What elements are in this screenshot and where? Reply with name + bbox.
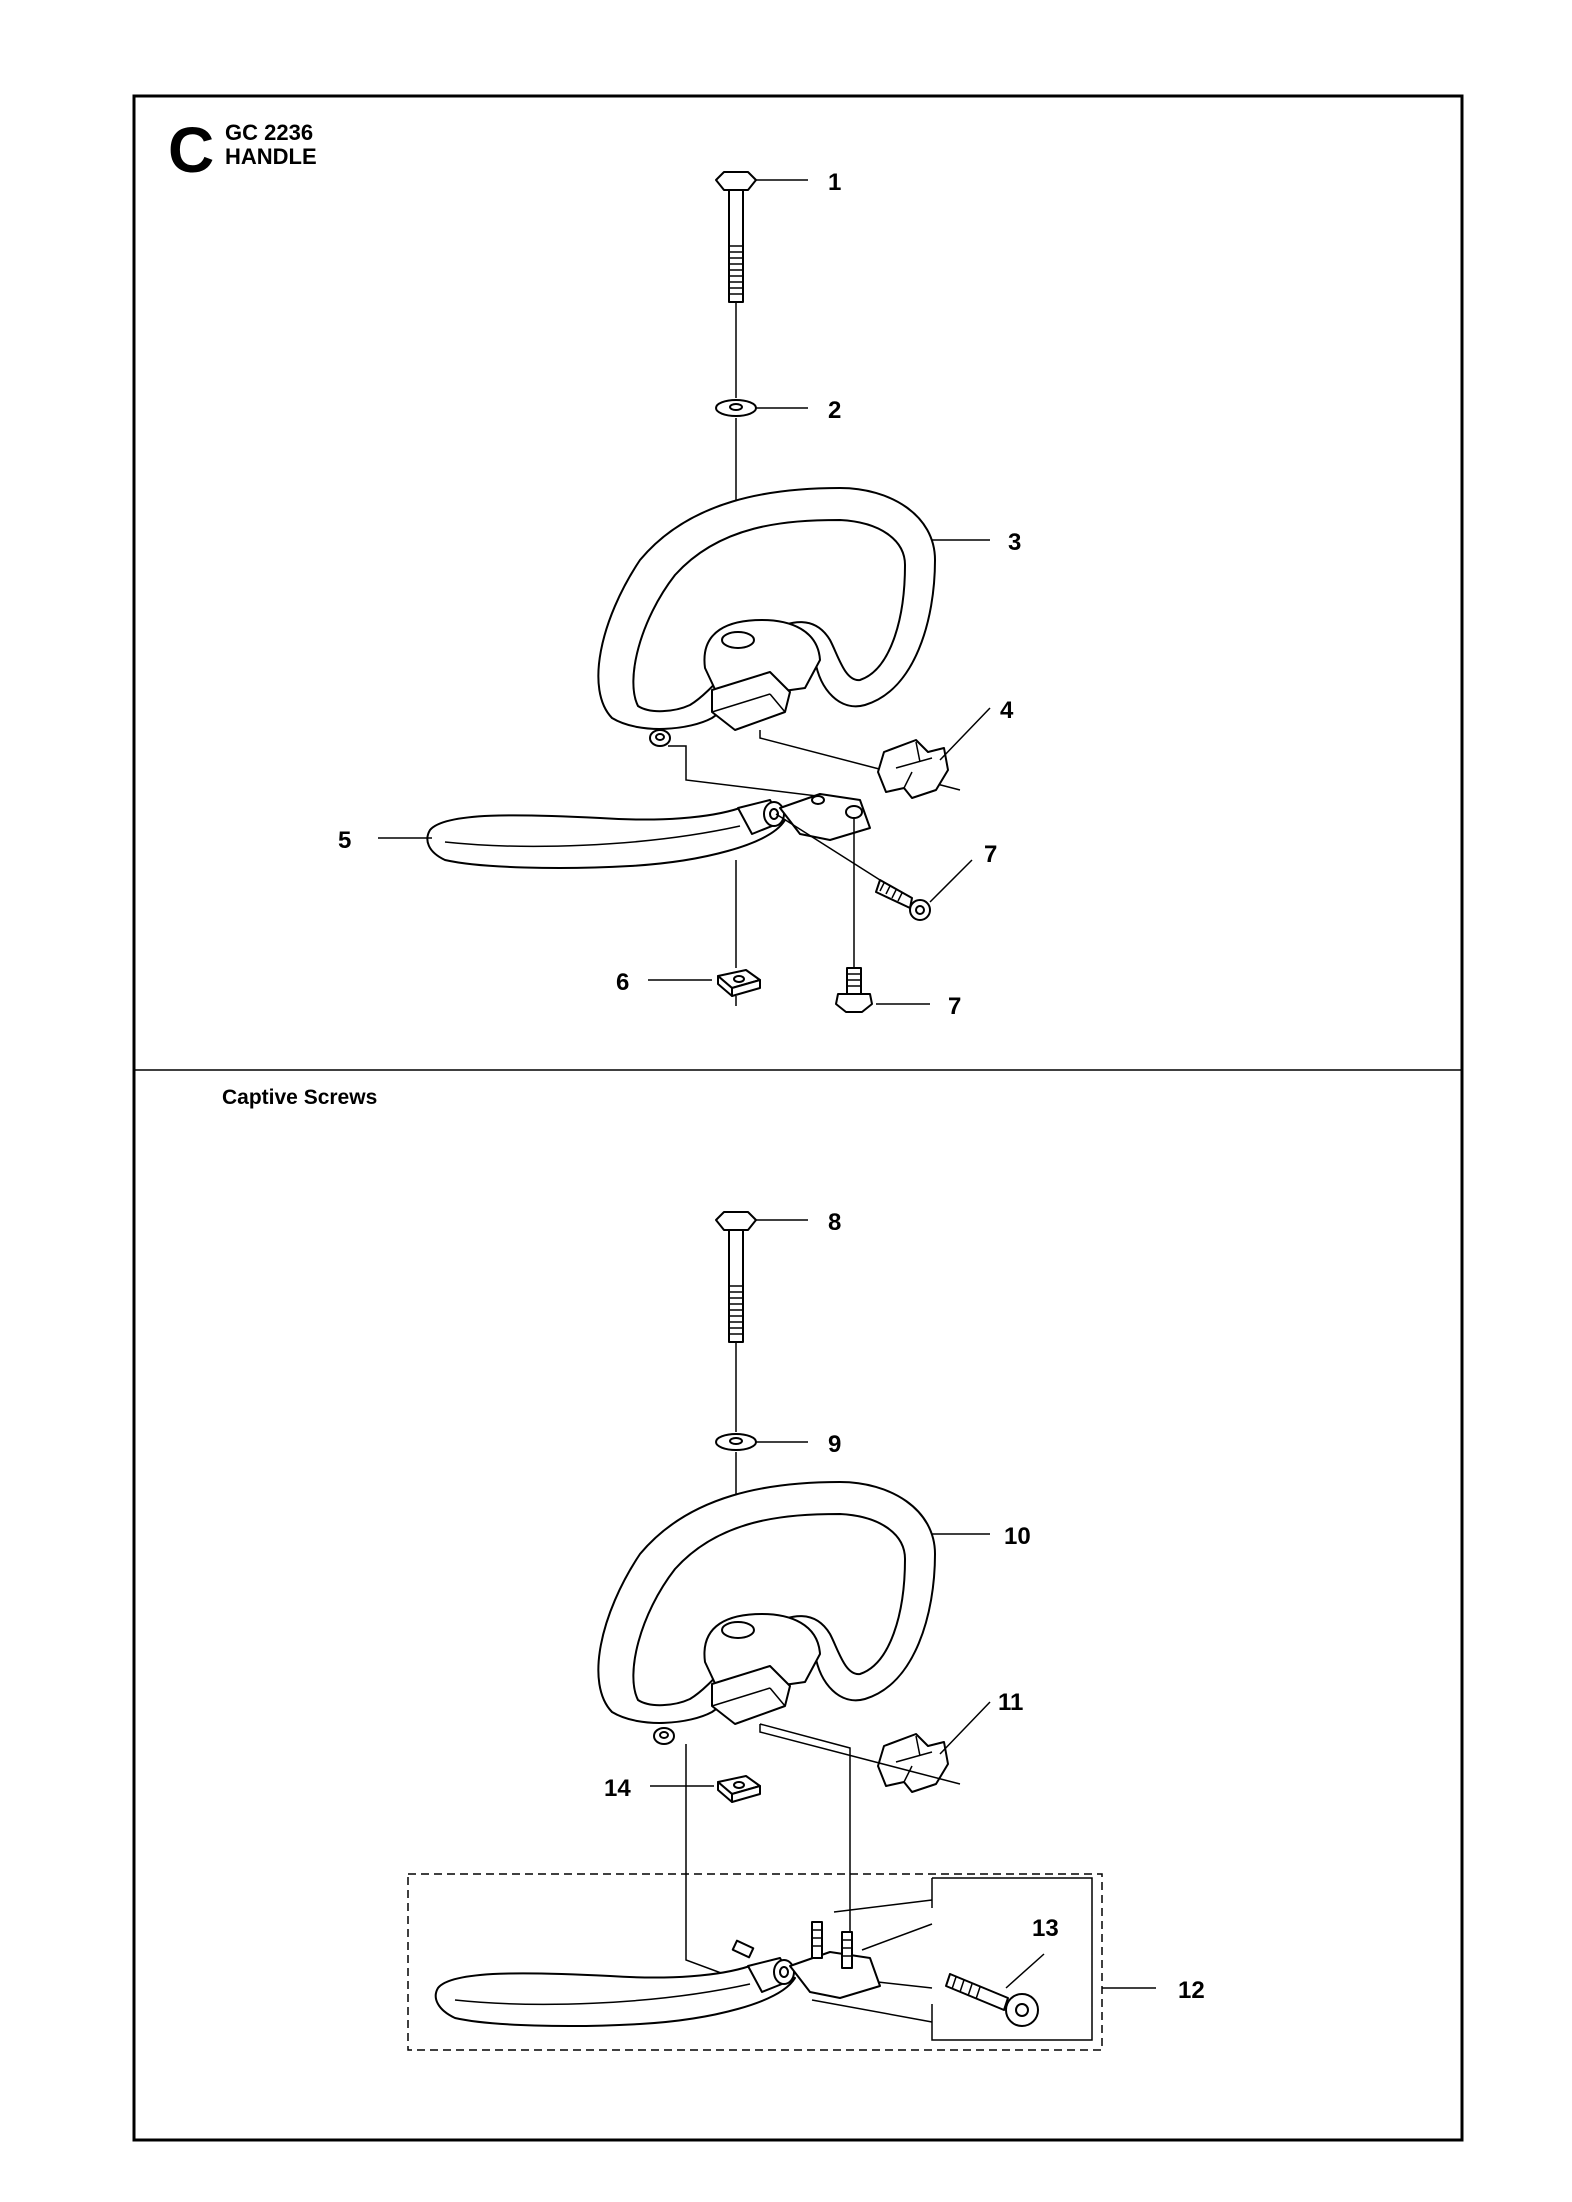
square-nut-icon [717,969,761,997]
clamp-block-icon [877,739,949,799]
lower-grip [434,1921,881,2027]
loop-handle-icon [597,1481,936,1745]
lower-grip [426,793,871,869]
callout-9: 9 [828,1431,841,1458]
callout-4: 4 [1000,697,1014,724]
washer-icon [715,1433,757,1451]
callout-2: 2 [828,397,841,424]
loop-handle-icon [597,487,936,747]
callout-1: 1 [828,169,841,196]
kit-outline [407,1873,1103,2051]
model-number: GC 2236 [225,120,313,145]
callout-13: 13 [1032,1915,1059,1942]
callout-8: 8 [828,1209,841,1236]
diagram-title: HANDLE [225,144,317,169]
callout-10: 10 [1004,1523,1031,1550]
captive-screw-icon [945,1973,1039,2027]
callout-12: 12 [1178,1977,1205,2004]
lower-assembly [407,1211,1156,2051]
callout-5: 5 [338,827,351,854]
clamp-block-icon [877,1733,949,1793]
upper-assembly [378,171,991,1013]
square-nut-icon [717,1775,761,1803]
callout-7a: 7 [984,841,997,868]
hex-bolt-icon [715,171,757,303]
callout-3: 3 [1008,529,1021,556]
screw-icon [835,967,873,1013]
callout-6: 6 [616,969,629,996]
section-title-captive-screws: Captive Screws [222,1086,377,1109]
washer-icon [715,399,757,417]
callout-11: 11 [998,1689,1023,1716]
page-frame [132,94,1464,2142]
callout-14: 14 [604,1775,631,1802]
hex-bolt-icon [715,1211,757,1343]
screw-icon [875,879,931,921]
callout-7b: 7 [948,993,961,1020]
section-letter: C [168,114,214,186]
